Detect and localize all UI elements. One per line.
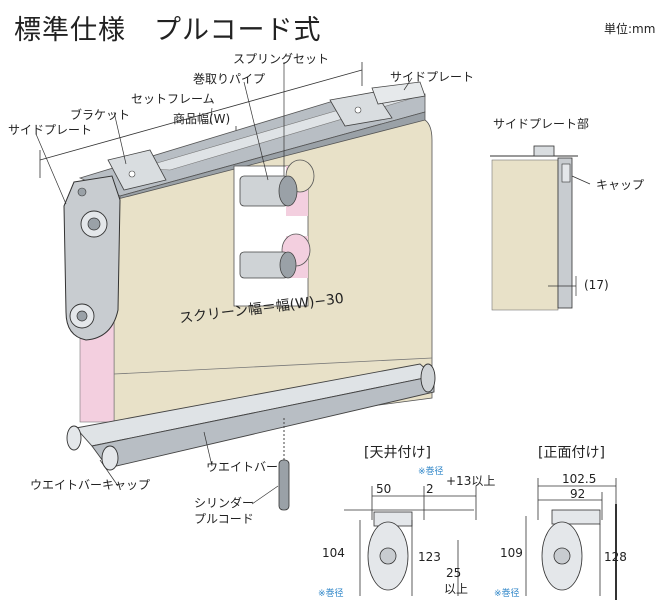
bracket-label: ブラケット <box>70 108 131 122</box>
bracket-right <box>329 81 426 127</box>
front-dim-92: 92 <box>570 487 586 501</box>
set-frame-label: セットフレーム <box>131 92 215 106</box>
ceiling-mount-heading: [天井付け] <box>364 445 431 461</box>
page-title: 標準仕様 プルコード式 <box>14 15 322 46</box>
front-dim-1025: 102.5 <box>562 472 597 486</box>
front-dim-109: 109 <box>500 546 523 560</box>
spring-set-label: スプリングセット <box>233 52 330 66</box>
pull-cord <box>278 418 290 511</box>
ceiling-note: ※巻径 <box>418 467 444 477</box>
ceiling-dim-104: 104 <box>322 546 345 560</box>
side-plate-right-label: サイドプレート <box>390 70 475 84</box>
side-plate-part-label: サイドプレート部 <box>493 117 590 131</box>
ceiling-note-bottom: ※巻径 <box>318 589 344 599</box>
cap-label: キャップ <box>596 178 645 192</box>
weight-bar <box>66 357 436 471</box>
unit-label: 単位:mm <box>604 22 656 36</box>
ceiling-dim-25-sub: 以上 <box>444 582 469 596</box>
weight-bar-cap-label: ウエイトバーキャップ <box>30 478 151 492</box>
front-dim-128: 128 <box>604 550 627 564</box>
leader-lines <box>35 62 413 505</box>
ceiling-dim-50: 50 <box>376 482 392 496</box>
pull-cord-label: プルコード <box>194 512 254 526</box>
side-plate-left <box>63 175 121 341</box>
ceiling-dim-plus: +13以上 <box>446 474 496 488</box>
ceiling-mount-diagram <box>344 486 477 596</box>
ceiling-dim-25: 25 <box>446 566 462 580</box>
front-mount-heading: [正面付け] <box>538 445 605 461</box>
side-plate-detail <box>490 145 591 311</box>
winding-pipe-label: 巻取りパイプ <box>193 72 266 86</box>
winding-pipe <box>239 175 298 279</box>
ceiling-dim-half: 2 <box>426 482 434 496</box>
product-width-label: 商品幅(W) <box>173 112 231 126</box>
weight-bar-label: ウエイトバー <box>206 460 279 474</box>
side-plate-left-label: サイドプレート <box>8 123 93 137</box>
cap-gap-label: (17) <box>584 278 609 292</box>
cylinder-label: シリンダー <box>194 496 255 510</box>
ceiling-dim-123: 123 <box>418 550 441 564</box>
bracket-left <box>107 149 167 191</box>
front-note-bottom: ※巻径 <box>494 589 520 599</box>
front-mount-diagram <box>525 478 617 600</box>
